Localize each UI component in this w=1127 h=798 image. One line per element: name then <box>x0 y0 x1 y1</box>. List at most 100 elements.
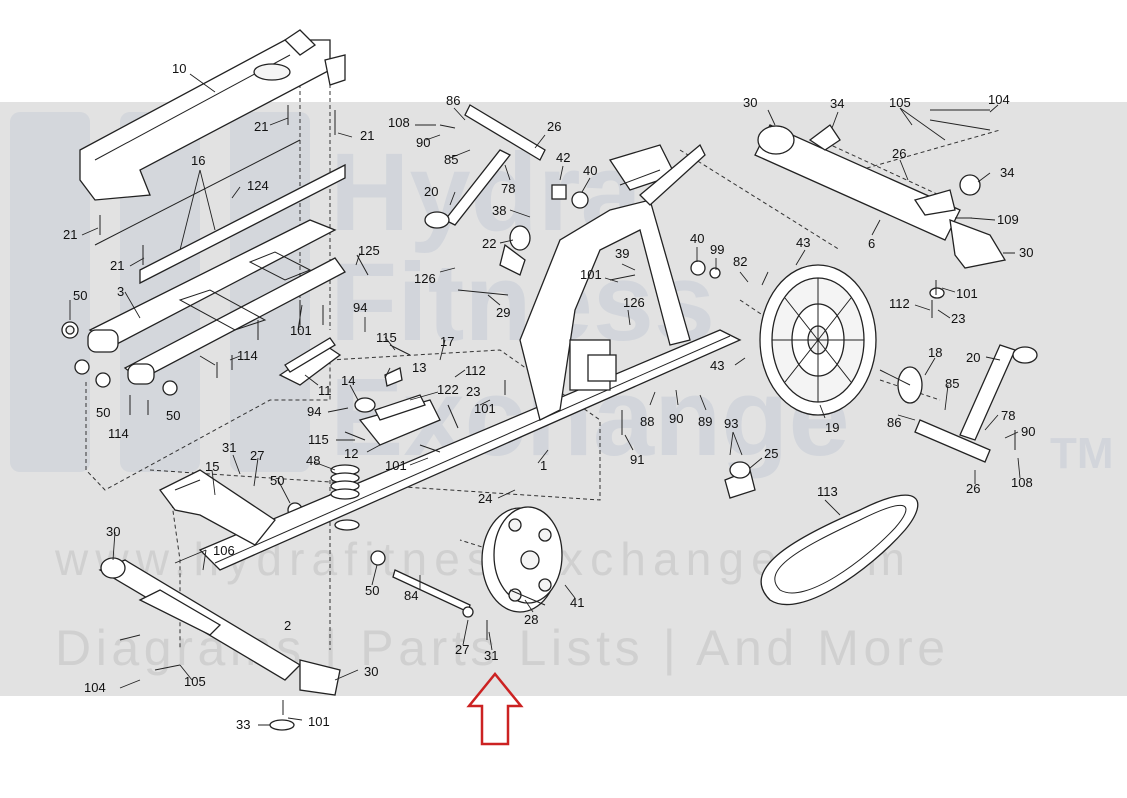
part-label: 106 <box>213 543 235 558</box>
part-label: 101 <box>385 458 407 473</box>
part-label: 86 <box>887 415 901 430</box>
part-label: 91 <box>630 452 644 467</box>
watermark-tagline: Diagrams | Parts Lists | And More <box>55 620 945 676</box>
part-label: 50 <box>96 405 110 420</box>
part-label: 112 <box>465 363 486 378</box>
part-label: 23 <box>466 384 480 399</box>
part-label: 21 <box>110 258 124 273</box>
part-28-flywheel <box>392 506 563 618</box>
part-label: 13 <box>412 360 426 375</box>
part-label: 101 <box>474 401 496 416</box>
part-label: 122 <box>437 382 459 397</box>
part-20-right-arm <box>914 344 1038 463</box>
part-label: 50 <box>73 288 87 303</box>
part-label: 93 <box>724 416 738 431</box>
part-label: 114 <box>237 348 258 363</box>
part-label: 21 <box>360 128 374 143</box>
part-label: 34 <box>830 96 844 111</box>
part-label: 99 <box>710 242 724 257</box>
part-label: 115 <box>308 432 329 447</box>
part-label: 90 <box>669 411 683 426</box>
part-label: 109 <box>997 212 1019 227</box>
part-11-bracket <box>278 337 342 386</box>
part-label: 101 <box>956 286 978 301</box>
part-label: 38 <box>492 203 506 218</box>
part-label: 30 <box>364 664 378 679</box>
part-label: 25 <box>764 446 778 461</box>
part-label: 26 <box>966 481 980 496</box>
watermark-trademark: TM <box>1050 429 1114 478</box>
part-label: 14 <box>341 373 355 388</box>
part-19-fan-wheel <box>759 264 877 416</box>
part-15-cover <box>159 469 276 546</box>
part-label: 40 <box>583 163 597 178</box>
part-label: 27 <box>250 448 264 463</box>
part-label: 19 <box>825 420 839 435</box>
part-label: 82 <box>733 254 747 269</box>
part-label: 89 <box>698 414 712 429</box>
part-label: 90 <box>1021 424 1035 439</box>
part-label: 94 <box>353 300 367 315</box>
part-label: 85 <box>945 376 959 391</box>
part-label: 84 <box>404 588 418 603</box>
part-label: 27 <box>455 642 469 657</box>
part-label: 78 <box>1001 408 1015 423</box>
part-label: 18 <box>928 345 942 360</box>
part-label: 50 <box>270 473 284 488</box>
part-label: 6 <box>868 236 875 251</box>
part-3-frame <box>87 219 346 385</box>
watermark-logo-mark <box>10 112 90 472</box>
part-label: 126 <box>623 295 645 310</box>
part-label: 16 <box>191 153 205 168</box>
part-16-rods <box>94 139 346 285</box>
part-2-arm <box>98 557 341 731</box>
part-label: 115 <box>376 330 397 345</box>
part-10-cover <box>79 29 346 201</box>
part-label: 108 <box>388 115 410 130</box>
part-label: 113 <box>817 484 838 499</box>
part-label: 104 <box>84 680 106 695</box>
highlight-arrow <box>466 672 524 746</box>
part-label: 101 <box>580 267 602 282</box>
part-12-14-rollers <box>354 367 441 446</box>
red-up-arrow-icon <box>466 672 524 746</box>
part-label: 20 <box>424 184 438 199</box>
part-label: 105 <box>889 95 911 110</box>
part-label: 39 <box>615 246 629 261</box>
part-label: 29 <box>496 305 510 320</box>
part-label: 104 <box>988 92 1010 107</box>
part-label: 105 <box>184 674 206 689</box>
part-label: 30 <box>743 95 757 110</box>
part-label: 21 <box>254 119 268 134</box>
part-label: 41 <box>570 595 584 610</box>
part-label: 48 <box>306 453 320 468</box>
part-label: 124 <box>247 178 269 193</box>
part-label: 42 <box>556 150 570 165</box>
part-label: 30 <box>106 524 120 539</box>
part-label: 23 <box>951 311 965 326</box>
part-label: 15 <box>205 459 219 474</box>
part-25-bracket <box>724 461 756 499</box>
part-label: 26 <box>892 146 906 161</box>
part-label: 28 <box>524 612 538 627</box>
part-label: 21 <box>63 227 77 242</box>
part-label: 26 <box>547 119 561 134</box>
leader-lines <box>69 73 1021 726</box>
part-label: 10 <box>172 61 186 76</box>
part-label: 20 <box>966 350 980 365</box>
part-label: 88 <box>640 414 654 429</box>
part-labels: 10 21 21 16 124 21 21 125 50 3 101 94 11… <box>63 61 1035 732</box>
part-label: 11 <box>318 383 332 398</box>
part-18-disc <box>879 366 923 404</box>
part-label: 40 <box>690 231 704 246</box>
part-label: 114 <box>108 426 129 441</box>
part-label: 78 <box>501 181 515 196</box>
part-label: 85 <box>444 152 458 167</box>
part-label: 101 <box>290 323 312 338</box>
part-label: 2 <box>284 618 291 633</box>
bearings <box>690 260 721 279</box>
fasteners <box>99 105 1016 715</box>
part-label: 24 <box>478 491 492 506</box>
